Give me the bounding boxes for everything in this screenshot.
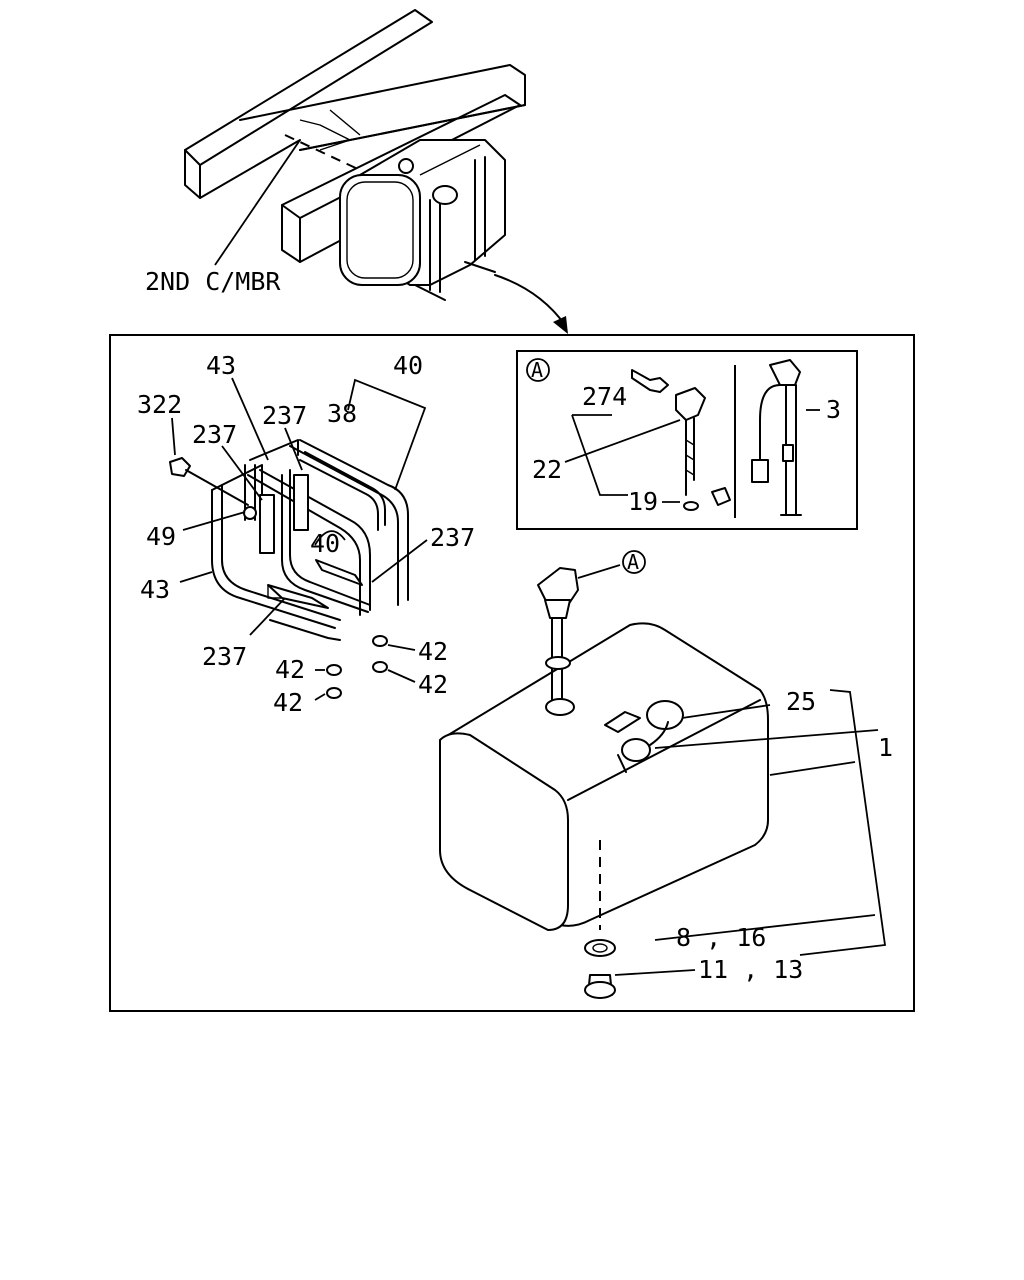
callout-38: 38 — [327, 399, 357, 428]
callout-11-13: 11 , 13 — [698, 955, 803, 984]
callout-42-d: 42 — [273, 688, 303, 717]
detail-a-marker: A — [531, 358, 543, 382]
detail-frame — [109, 334, 915, 1012]
chassis-member-label: 2ND C/MBR — [145, 267, 281, 296]
fuel-sender-unit — [631, 369, 731, 511]
callout-8-16: 8 , 16 — [676, 923, 766, 952]
callout-274: 274 — [582, 382, 627, 411]
callout-49: 49 — [146, 522, 176, 551]
callout-237-a: 237 — [192, 420, 237, 449]
callout-237-b: 237 — [262, 401, 307, 430]
callout-40-mid: 40 — [310, 529, 340, 558]
nut-42-set — [326, 635, 388, 699]
callout-43-top: 43 — [206, 351, 236, 380]
fuel-tank — [439, 567, 769, 999]
callout-1: 1 — [878, 733, 893, 762]
callout-19: 19 — [628, 487, 658, 516]
callout-42-c: 42 — [418, 670, 448, 699]
callout-237-c: 237 — [430, 523, 475, 552]
callout-3: 3 — [826, 395, 841, 424]
callout-42-b: 42 — [275, 655, 305, 684]
detail-a-box — [516, 350, 858, 530]
detail-a-circle — [526, 358, 550, 382]
callout-40-top: 40 — [393, 351, 423, 380]
tank-detail-a-circle — [622, 550, 646, 574]
callout-42-a: 42 — [418, 637, 448, 666]
callout-43-left: 43 — [140, 575, 170, 604]
tank-detail-a-marker: A — [627, 550, 639, 574]
callout-22: 22 — [532, 455, 562, 484]
callout-25: 25 — [786, 687, 816, 716]
callout-237-d: 237 — [202, 642, 247, 671]
fuel-gauge-unit — [751, 359, 802, 516]
callout-322: 322 — [137, 390, 182, 419]
chassis-overview — [184, 9, 568, 334]
